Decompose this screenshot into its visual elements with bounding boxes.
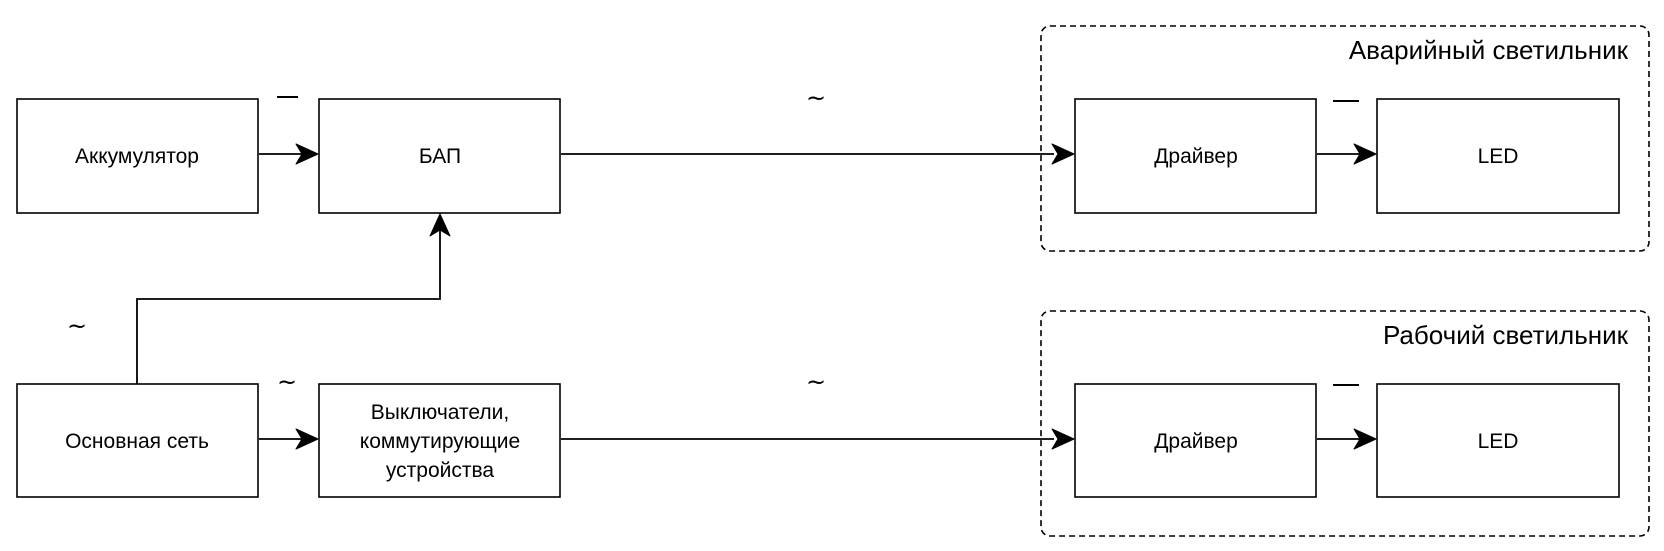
arrowhead-into-driver-emergency (1051, 143, 1075, 165)
mains-label: Основная сеть (65, 430, 209, 453)
driver-working-block (1074, 383, 1317, 498)
battery-block (16, 98, 259, 214)
working-luminaire-title: Рабочий светильник (1383, 320, 1629, 350)
led-working-block (1376, 383, 1620, 498)
arrowhead-into-led-emergency (1353, 143, 1377, 165)
switches-block (318, 383, 561, 498)
battery-label: Аккумулятор (75, 145, 199, 168)
bap-label: БАП (419, 145, 461, 168)
ac-symbol-mains-to-switches: ~ (277, 368, 297, 396)
arrowhead-into-bap-bottom (429, 213, 451, 237)
emergency-luminaire-frame (1040, 25, 1650, 252)
switches-label-line-3: устройства (386, 459, 495, 482)
driver-emergency-block (1074, 98, 1317, 214)
led-emergency-label: LED (1478, 145, 1519, 168)
led-emergency-block (1376, 98, 1620, 214)
ac-symbol-mains-to-bap: ~ (67, 312, 87, 340)
arrowhead-into-bap (295, 143, 319, 165)
arrowhead-into-led-working (1353, 428, 1377, 450)
switches-label-line-2: коммутирующие (360, 430, 520, 453)
arrowhead-into-switches (295, 428, 319, 450)
mains-block (16, 383, 259, 498)
switches-label-line-1: Выключатели, (371, 401, 509, 424)
arrowhead-into-driver-working (1051, 428, 1075, 450)
emergency-luminaire-title: Аварийный светильник (1349, 35, 1629, 65)
driver-emergency-label: Драйвер (1154, 145, 1238, 168)
working-luminaire-frame (1040, 310, 1650, 537)
ac-symbol-switches-output: ~ (806, 368, 826, 396)
led-working-label: LED (1478, 430, 1519, 453)
ac-symbol-bap-output: ~ (806, 84, 826, 112)
driver-working-label: Драйвер (1154, 430, 1238, 453)
wire-mains-to-bap (136, 229, 441, 384)
bap-block (318, 98, 561, 214)
